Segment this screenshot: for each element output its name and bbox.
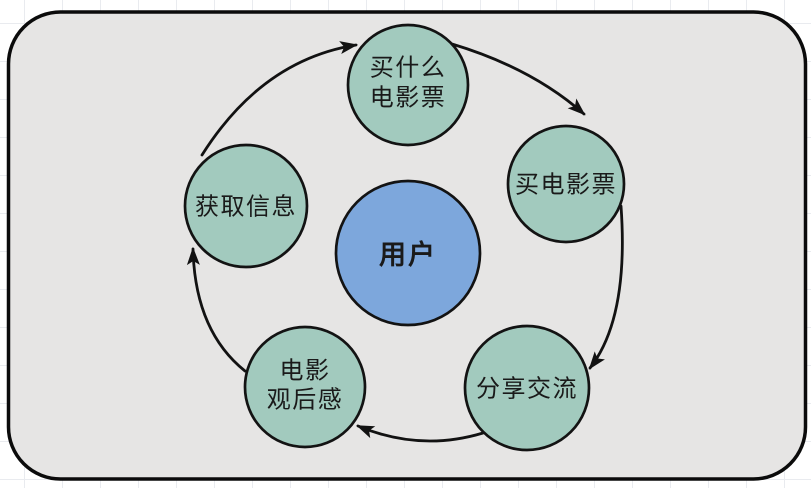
node-buy-movie-ticket-circle [506, 124, 626, 244]
edge-buy-movie-ticket-to-share-communicate [588, 204, 624, 370]
edge-get-information-to-what-movie-ticket [200, 41, 358, 157]
edge-movie-review-to-get-information [186, 247, 247, 373]
node-get-information-circle [183, 143, 309, 269]
node-share-communicate-label: 分享交流 [476, 376, 578, 403]
node-what-movie-ticket-circle [346, 23, 470, 147]
node-movie-review-circle [243, 325, 367, 449]
node-movie-review-label-line2: 观后感 [267, 387, 344, 414]
node-get-information-label: 获取信息 [195, 194, 297, 221]
edge-share-communicate-to-movie-review [356, 424, 485, 443]
node-what-movie-ticket-label-line1: 买什么 [370, 55, 447, 82]
node-share-communicate-circle [463, 324, 591, 452]
edge-what-movie-ticket-to-buy-movie-ticket [450, 42, 586, 116]
node-user-label: 用户 [379, 239, 437, 270]
node-user-circle [334, 179, 482, 327]
node-movie-review-label-line1: 电影 [280, 358, 331, 385]
node-what-movie-ticket-label-line2: 电影票 [370, 85, 447, 112]
node-buy-movie-ticket-label: 买电影票 [515, 172, 617, 199]
